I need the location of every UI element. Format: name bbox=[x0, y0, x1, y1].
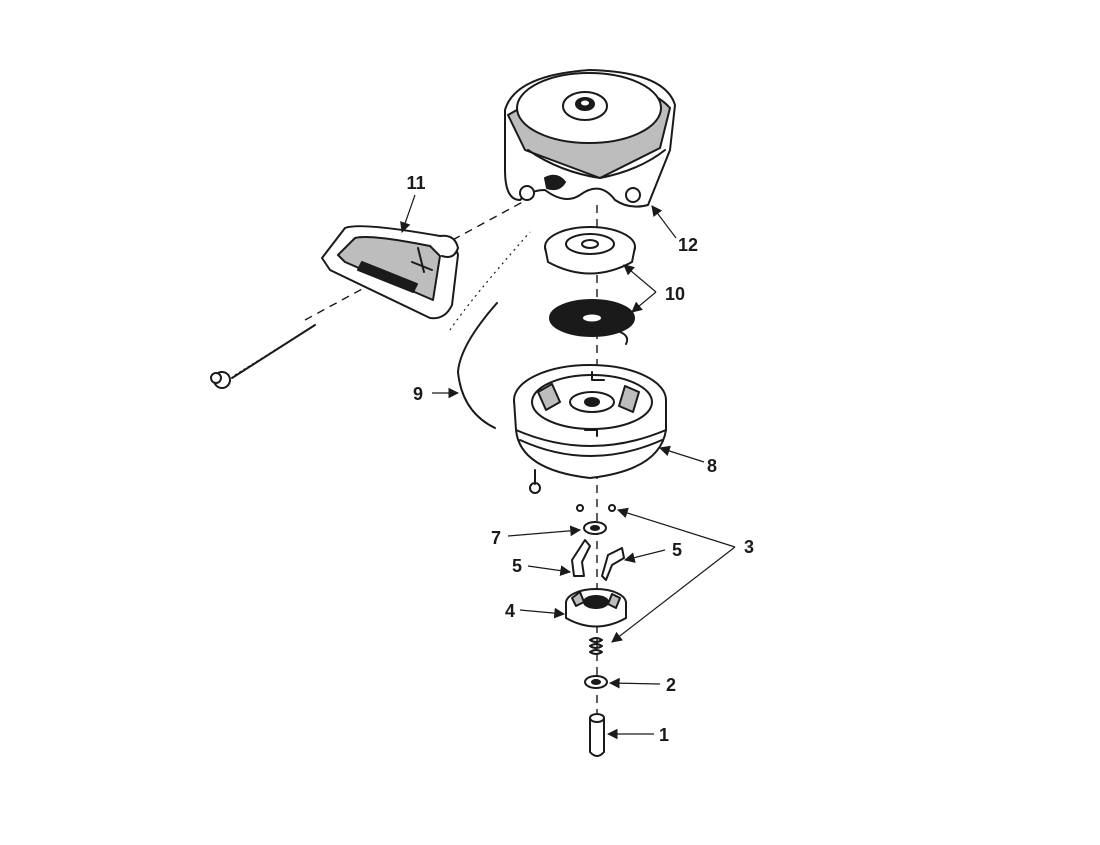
callout-5-left: 5 bbox=[512, 556, 522, 576]
callout-7: 7 bbox=[491, 528, 501, 548]
brake-spring bbox=[589, 637, 603, 655]
callout-1: 1 bbox=[659, 725, 669, 745]
callout-9: 9 bbox=[413, 384, 423, 404]
starter-handle bbox=[321, 225, 459, 320]
callout-3: 3 bbox=[744, 537, 754, 557]
callout-11: 11 bbox=[406, 173, 425, 193]
leader-5b bbox=[623, 549, 666, 563]
pawl-cam bbox=[565, 588, 627, 628]
leader-5a bbox=[527, 565, 572, 576]
washer-2 bbox=[584, 675, 608, 689]
leader-4 bbox=[519, 607, 566, 619]
leader-3b bbox=[611, 546, 736, 643]
pawl-left bbox=[571, 539, 591, 577]
callout-8: 8 bbox=[707, 456, 717, 476]
callout-labels: 11 12 10 9 8 3 7 5 5 4 2 1 bbox=[406, 173, 754, 745]
handle-bolt bbox=[210, 324, 316, 389]
leader-2 bbox=[608, 677, 661, 689]
callout-4: 4 bbox=[505, 601, 515, 621]
leader-8 bbox=[658, 445, 705, 463]
leader-7 bbox=[507, 525, 582, 537]
callout-2: 2 bbox=[666, 675, 676, 695]
leader-11 bbox=[400, 194, 416, 234]
callout-5-right: 5 bbox=[672, 540, 682, 560]
callout-12: 12 bbox=[678, 235, 698, 255]
starter-pulley bbox=[513, 364, 667, 494]
washer-7 bbox=[576, 504, 616, 535]
starter-rope bbox=[449, 231, 531, 429]
leader-3a bbox=[616, 507, 736, 548]
callout-10: 10 bbox=[665, 284, 685, 304]
leader-12 bbox=[651, 205, 677, 239]
recoil-spring bbox=[549, 299, 635, 345]
pawl-right bbox=[601, 547, 625, 581]
leader-lines bbox=[400, 194, 736, 740]
leader-10b bbox=[631, 291, 657, 313]
spring-retainer bbox=[544, 226, 636, 275]
leader-10a bbox=[623, 264, 657, 293]
starter-housing bbox=[504, 69, 676, 208]
center-pin bbox=[589, 713, 605, 757]
